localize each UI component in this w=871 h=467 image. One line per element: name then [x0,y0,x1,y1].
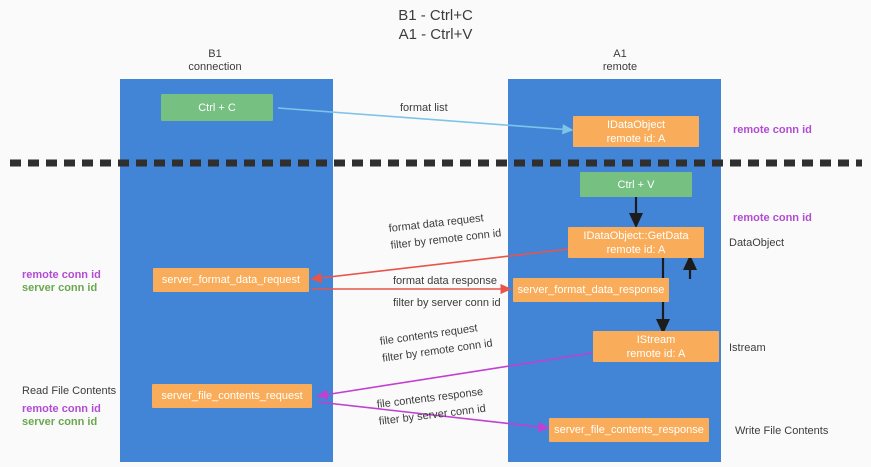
annotation-left-remote-conn-id-2: remote conn id [22,403,101,415]
column-header-b1-role: connection [188,61,242,73]
node-server-file-contents-response-label: server_file_contents_response [554,424,704,436]
column-header-b1-name: B1 [208,48,222,60]
column-header-a1-name: A1 [613,48,627,60]
node-server-format-data-response[interactable]: server_format_data_response [513,278,669,302]
node-istream-line2: remote id: A [626,347,686,360]
annotation-remote-conn-id-top: remote conn id [733,124,812,136]
filter-by-text-2: filter by [393,297,432,309]
edge-label-format-list: format list [400,102,448,114]
node-idataobject-getdata[interactable]: IDataObject::GetData remote id: A [568,227,704,258]
arrow-file-contents-request [316,352,593,400]
annotation-write-file-contents: Write File Contents [735,425,829,437]
node-ctrl-v[interactable]: Ctrl + V [580,172,692,197]
page-title: B1 - Ctrl+C A1 - Ctrl+V [0,6,871,44]
node-ctrl-c[interactable]: Ctrl + C [161,94,273,121]
node-idataobject-getdata-line2: remote id: A [606,243,666,256]
annotation-dataobject: DataObject [729,237,785,249]
column-header-a1: A1 remote [560,48,680,74]
node-ctrl-c-label: Ctrl + C [198,101,236,114]
node-server-file-contents-request-label: server_file_contents_request [161,390,303,402]
annotation-read-file-contents: Read File Contents [22,385,117,397]
server-conn-id-chip-1: server conn id [431,297,501,309]
node-server-file-contents-request[interactable]: server_file_contents_request [152,384,312,408]
title-line-2: A1 - Ctrl+V [398,26,473,43]
node-idataobject-line1: IDataObject [606,118,666,131]
annotation-left-remote-conn-id-1: remote conn id [22,269,101,281]
node-server-format-data-request-label: server_format_data_request [161,274,301,286]
annotation-left-server-conn-id-2: server conn id [22,416,98,428]
node-idataobject[interactable]: IDataObject remote id: A [573,116,699,147]
edge-label-format-data-response-text: format data response [393,275,497,287]
arrow-file-contents-response [317,401,550,433]
node-istream[interactable]: IStream remote id: A [593,331,719,362]
annotation-istream: Istream [729,342,766,354]
annotation-remote-conn-id-mid: remote conn id [733,212,812,224]
node-idataobject-getdata-line1: IDataObject::GetData [583,229,689,242]
title-line-1: B1 - Ctrl+C [398,7,473,24]
edge-label-format-data-response-filter: filter by server conn id [393,296,501,310]
node-istream-line1: IStream [636,333,676,346]
node-server-format-data-request[interactable]: server_format_data_request [153,268,309,292]
node-server-format-data-response-label: server_format_data_response [517,284,665,296]
column-header-b1: B1 connection [155,48,275,74]
arrow-format-data-request [310,247,579,283]
column-header-a1-role: remote [602,61,638,73]
annotation-left-server-conn-id-1: server conn id [22,282,98,294]
node-server-file-contents-response[interactable]: server_file_contents_response [549,418,709,442]
arrow-format-list [277,107,574,135]
node-ctrl-v-label: Ctrl + V [617,178,655,191]
node-idataobject-line2: remote id: A [606,132,666,145]
edge-label-format-data-response: format data response filter by server co… [393,274,501,310]
